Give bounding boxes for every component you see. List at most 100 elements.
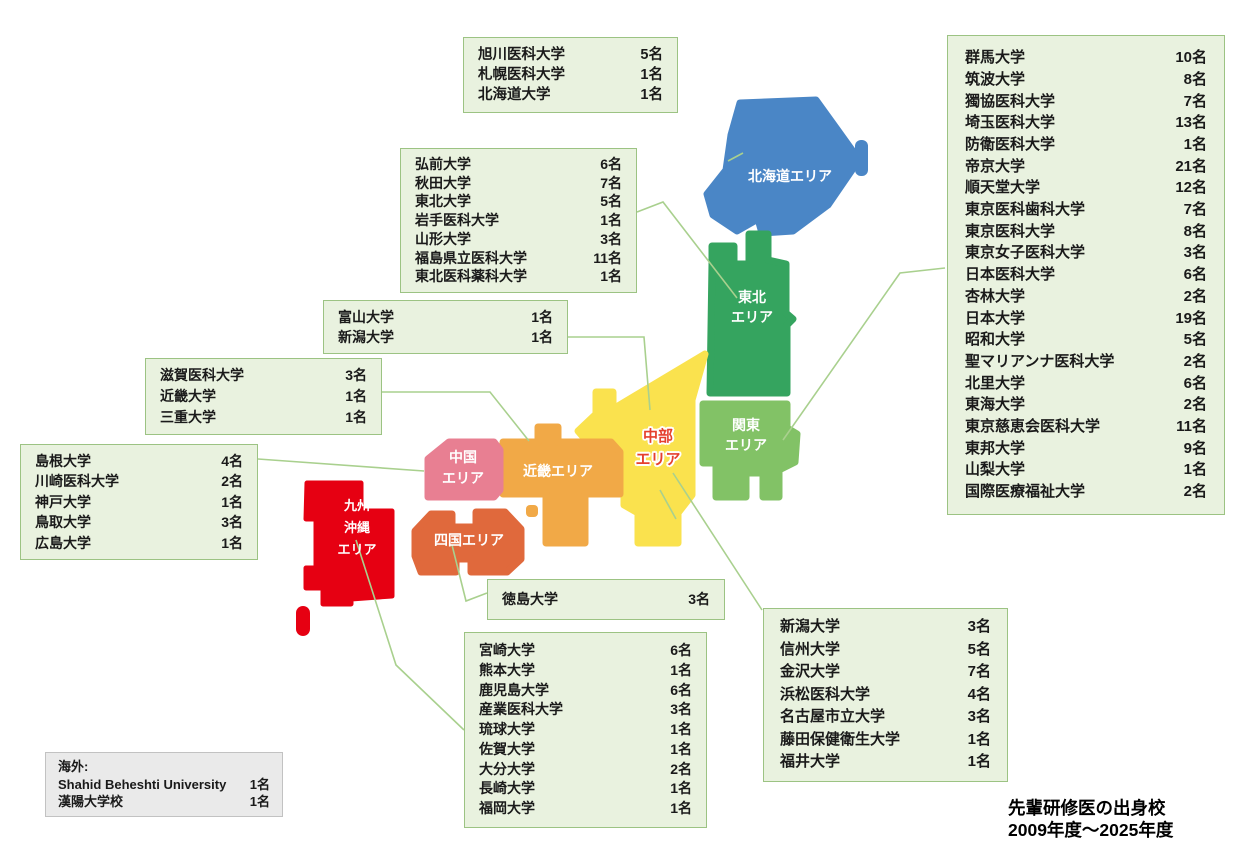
university-name: 埼玉医科大学 <box>965 114 1056 132</box>
university-name: 帝京大学 <box>965 157 1026 175</box>
university-count: 3名 <box>1183 244 1207 262</box>
university-count: 1名 <box>967 730 991 748</box>
university-name: 昭和大学 <box>965 331 1026 349</box>
region-label-hokkaido: 北海道エリア <box>748 166 832 186</box>
university-name: 獨協医科大学 <box>965 92 1056 110</box>
university-count: 19名 <box>1175 309 1207 327</box>
university-name: 新潟大学 <box>338 329 394 345</box>
university-name: 漢陽大学校 <box>58 794 124 810</box>
region-label-line: 関東 <box>732 417 760 433</box>
connector-shiga <box>380 391 530 442</box>
university-count: 1名 <box>249 776 270 792</box>
region-label-chugoku: 中国エリア <box>442 447 484 489</box>
university-name: 秋田大学 <box>415 174 471 191</box>
university-name: 産業医科大学 <box>479 701 563 718</box>
region-label-kanto: 関東エリア <box>725 415 767 455</box>
university-name: 信州大学 <box>780 640 841 658</box>
university-count: 3名 <box>600 230 622 247</box>
university-count: 1名 <box>221 534 243 551</box>
university-name: 神戸大学 <box>35 493 91 510</box>
university-count: 4名 <box>221 452 243 469</box>
university-count: 6名 <box>1183 266 1207 284</box>
university-count: 10名 <box>1175 49 1207 67</box>
region-chugoku-shape <box>424 438 504 501</box>
university-count: 2名 <box>1183 396 1207 414</box>
connector-kanto <box>782 267 946 441</box>
university-name: 防衛医科大学 <box>965 135 1056 153</box>
university-name: 琉球大学 <box>479 721 535 738</box>
university-name: 札幌医科大学 <box>478 67 565 83</box>
university-name: 東北大学 <box>415 193 471 210</box>
university-name: 福岡大学 <box>479 800 535 817</box>
university-count: 1名 <box>670 721 692 738</box>
university-count: 6名 <box>1183 374 1207 392</box>
university-count: 8名 <box>1183 222 1207 240</box>
page-title-line2: 2009年度～2025年度 <box>1008 820 1174 840</box>
university-name: 岩手医科大学 <box>415 212 499 229</box>
university-name: 金沢大学 <box>780 663 841 681</box>
university-count: 1名 <box>670 740 692 757</box>
university-name: 滋賀医科大学 <box>160 367 244 383</box>
connector-tohoku <box>636 201 738 299</box>
university-count: 1名 <box>967 753 991 771</box>
university-name: 鳥取大学 <box>35 514 91 531</box>
university-name: 浜松医科大学 <box>780 685 871 703</box>
university-count: 11名 <box>593 249 622 266</box>
university-name: 熊本大学 <box>479 661 535 678</box>
university-count: 1名 <box>640 87 663 103</box>
university-row: 琉球大学 1名 <box>479 720 692 740</box>
university-count: 1名 <box>670 661 692 678</box>
page-title-line1: 先輩研修医の出身校 <box>1008 798 1166 818</box>
university-count: 2名 <box>1183 352 1207 370</box>
university-count: 8名 <box>1183 70 1207 88</box>
region-label-chubu: 中部エリア <box>635 425 680 471</box>
university-name: 北里大学 <box>965 374 1026 392</box>
university-count: 1名 <box>640 67 663 83</box>
university-count: 1名 <box>531 309 553 325</box>
university-name: 川崎医科大学 <box>35 473 119 490</box>
connector-chubu <box>672 472 763 611</box>
region-kinki-shape <box>499 423 624 547</box>
university-count: 1名 <box>345 388 367 404</box>
connector-tokushima <box>451 544 488 603</box>
university-name: 東邦大学 <box>965 439 1026 457</box>
region-kyushu-shape <box>303 480 395 607</box>
university-name: 聖マリアンナ医科大学 <box>965 352 1115 370</box>
region-label-line: 四国エリア <box>434 532 504 548</box>
university-name: 近畿大学 <box>160 388 216 404</box>
university-row: 佐賀大学 1名 <box>479 740 692 760</box>
region-label-line: 九州 <box>343 498 371 513</box>
region-label-line: エリア <box>635 451 681 468</box>
region-label-line: 中国 <box>449 449 477 465</box>
university-name: 佐賀大学 <box>479 740 535 757</box>
